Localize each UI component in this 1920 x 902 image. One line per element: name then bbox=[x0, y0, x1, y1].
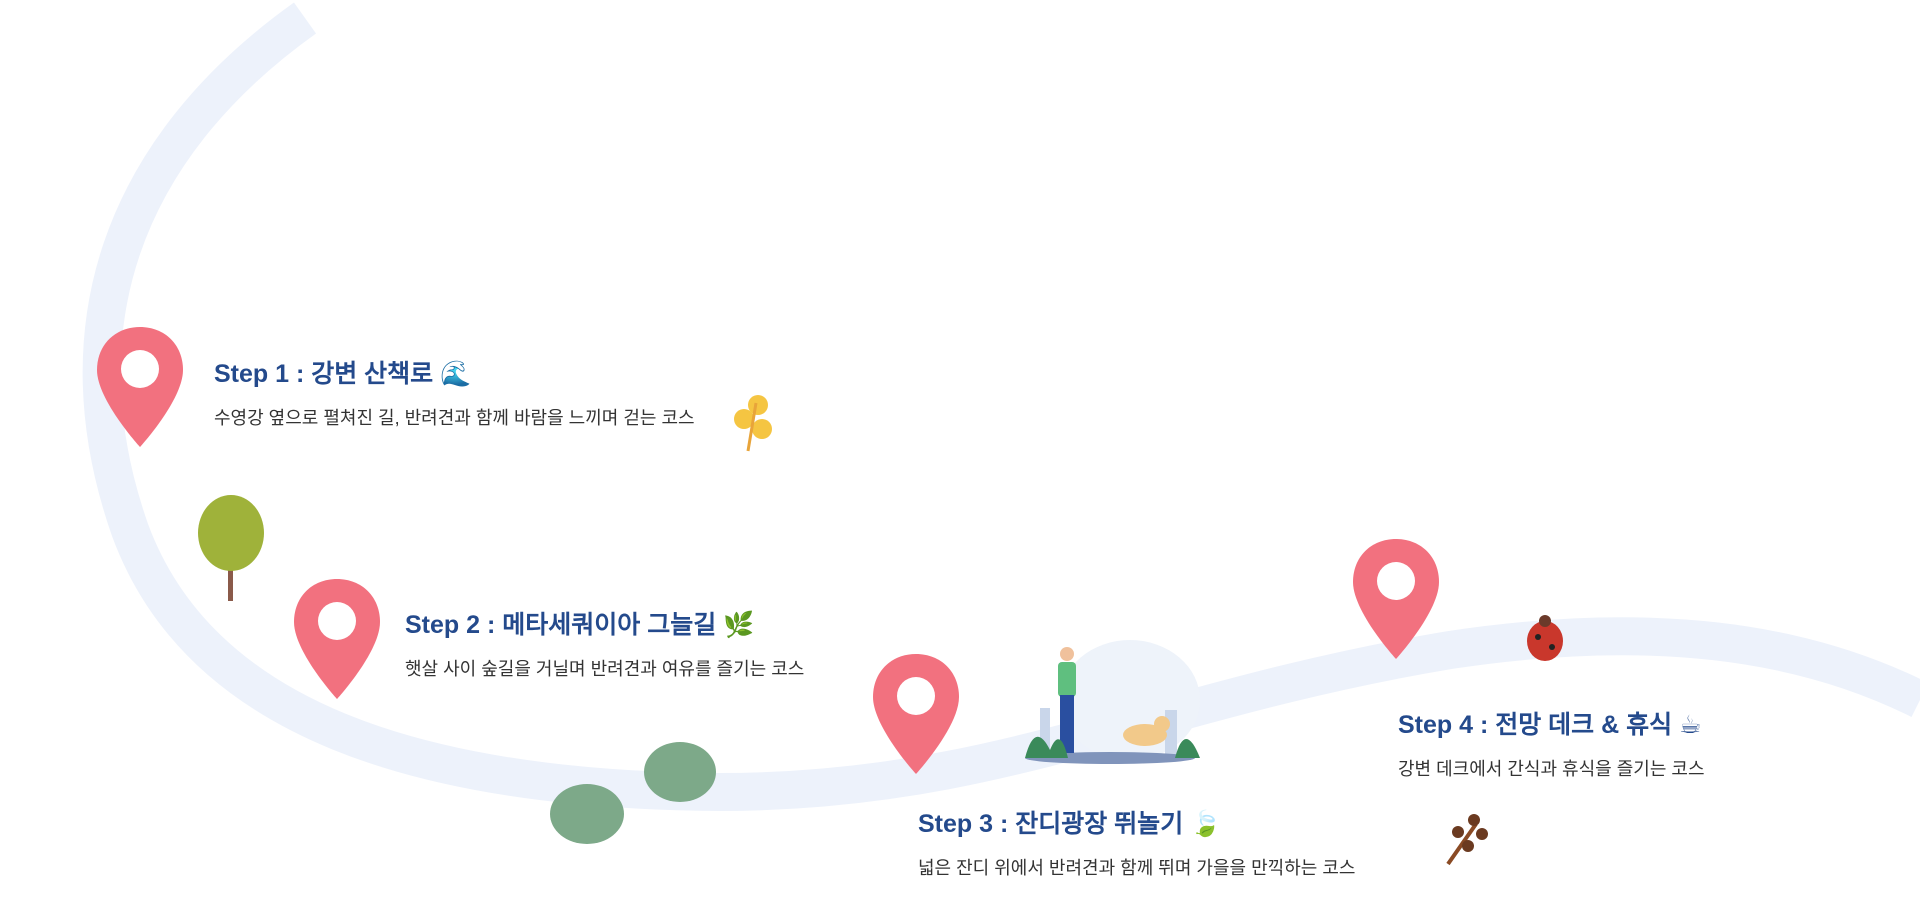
step-description: 강변 데크에서 간식과 휴식을 즐기는 코스 bbox=[1398, 759, 1705, 779]
step-2: Step 2 : 메타세쿼이아 그늘길 🌿 햇살 사이 숲길을 거닐며 반려견과… bbox=[405, 605, 804, 681]
wave-icon: 🌊 bbox=[440, 360, 472, 388]
step-description: 햇살 사이 숲길을 거닐며 반려견과 여유를 즐기는 코스 bbox=[405, 659, 805, 679]
bush-icon bbox=[644, 742, 716, 802]
tree-icon bbox=[198, 495, 264, 601]
person-walking-dog-illustration bbox=[1025, 640, 1200, 764]
berry-branch-icon bbox=[1446, 814, 1488, 866]
coffee-icon: ☕ bbox=[1679, 711, 1702, 739]
ladybug-icon bbox=[1527, 615, 1563, 661]
step-3: Step 3 : 잔디광장 뛰놀기 🍃 넓은 잔디 위에서 반려견과 함께 뛰며… bbox=[918, 804, 1355, 880]
step-title-text: Step 3 : 잔디광장 뛰놀기 bbox=[918, 810, 1184, 838]
step-title-text: Step 2 : 메타세쿼이아 그늘길 bbox=[405, 611, 717, 639]
step-title: Step 2 : 메타세쿼이아 그늘길 🌿 bbox=[405, 605, 804, 641]
step-title-text: Step 4 : 전망 데크 & 휴식 bbox=[1398, 711, 1673, 739]
step-1: Step 1 : 강변 산책로 🌊 수영강 옆으로 펼쳐진 길, 반려견과 함께… bbox=[214, 354, 695, 430]
step-title-text: Step 1 : 강변 산책로 bbox=[214, 360, 434, 388]
yellow-leaf-icon bbox=[734, 395, 772, 452]
step-description: 넓은 잔디 위에서 반려견과 함께 뛰며 가을을 만끽하는 코스 bbox=[918, 858, 1356, 878]
map-pin-icon bbox=[1353, 539, 1439, 659]
map-pin-icon bbox=[873, 654, 959, 774]
step-title: Step 3 : 잔디광장 뛰놀기 🍃 bbox=[918, 804, 1355, 840]
bush-icon bbox=[550, 784, 624, 844]
step-title: Step 1 : 강변 산책로 🌊 bbox=[214, 354, 695, 390]
map-pin-icon bbox=[294, 579, 380, 699]
step-title: Step 4 : 전망 데크 & 휴식 ☕ bbox=[1398, 705, 1705, 741]
leaves-icon: 🍃 bbox=[1190, 810, 1222, 838]
herb-icon: 🌿 bbox=[723, 611, 755, 639]
step-4: Step 4 : 전망 데크 & 휴식 ☕ 강변 데크에서 간식과 휴식을 즐기… bbox=[1398, 705, 1705, 781]
map-pin-icon bbox=[97, 327, 183, 447]
step-description: 수영강 옆으로 펼쳐진 길, 반려견과 함께 바람을 느끼며 걷는 코스 bbox=[214, 408, 695, 428]
